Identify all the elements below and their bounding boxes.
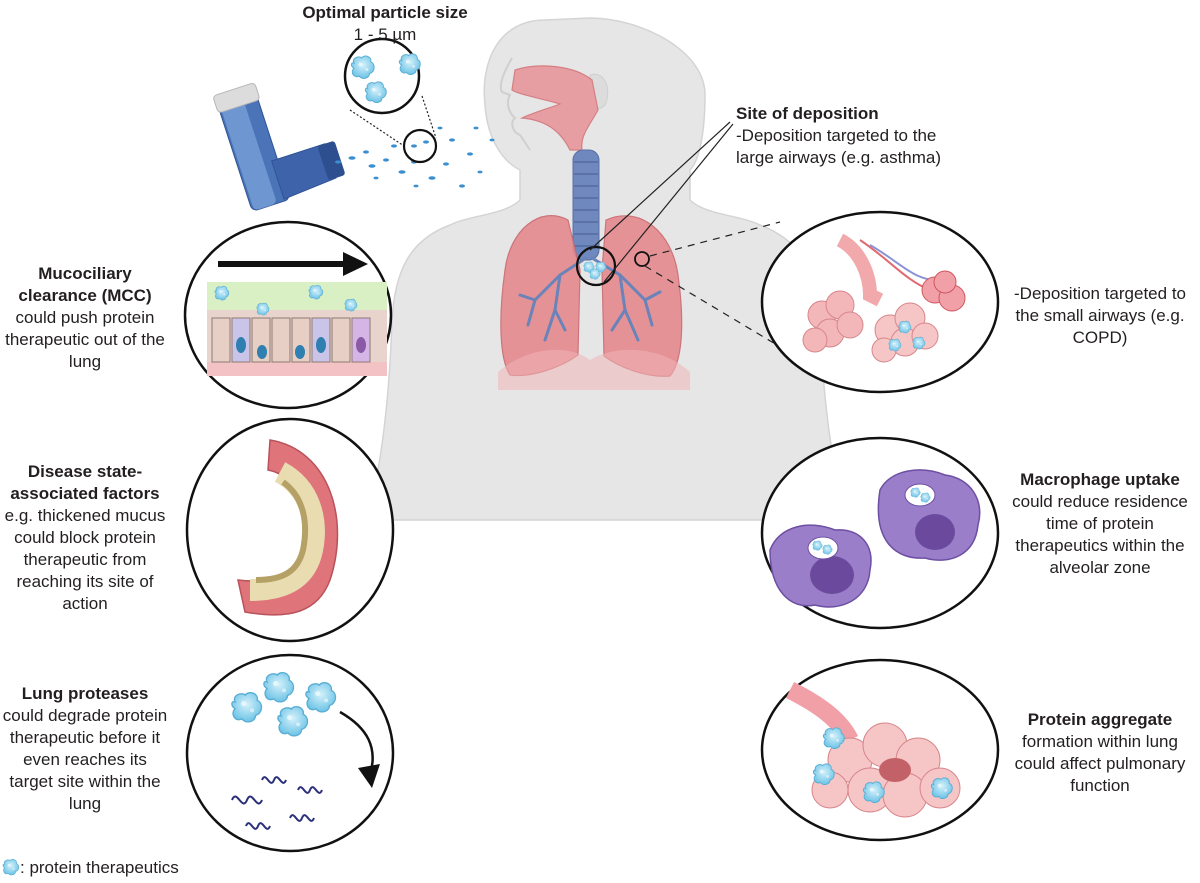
- leader-lines: [589, 121, 783, 349]
- aggregate-label: Protein aggregate formation within lung …: [1000, 709, 1200, 797]
- protein-aggregate-illustration: [760, 658, 1000, 842]
- legend-label: : protein therapeutics: [20, 857, 240, 879]
- disease-airway-illustration: [185, 417, 395, 643]
- aggregate-title: Protein aggregate: [1027, 710, 1173, 729]
- disease-title: Disease state-associated factors: [10, 462, 160, 503]
- mcc-label: Mucociliary clearance (MCC) could push p…: [0, 263, 170, 373]
- macrophage-illustration: [760, 436, 1000, 630]
- human-body-figure: [374, 17, 841, 521]
- macrophage-title: Macrophage uptake: [1020, 470, 1180, 489]
- particle-zoom: [343, 37, 438, 164]
- large-airway-marker: [575, 245, 617, 287]
- mcc-text: could push protein therapeutic out of th…: [5, 308, 165, 371]
- macrophage-label: Macrophage uptake could reduce residence…: [1000, 469, 1200, 579]
- diaphragm: [498, 349, 690, 390]
- proteases-illustration: [185, 653, 395, 853]
- inhaler-illustration: [213, 37, 495, 211]
- deposition-large-text: -Deposition targeted to the large airway…: [736, 126, 942, 167]
- legend-protein-icon: [2, 858, 20, 876]
- legend-text: : protein therapeutics: [20, 858, 179, 877]
- trachea: [572, 149, 600, 261]
- aerosol-droplets: [335, 126, 495, 188]
- proteases-title: Lung proteases: [21, 684, 149, 703]
- particle-size-label: Optimal particle size 1 - 5 µm: [285, 2, 485, 46]
- small-airway-marker: [634, 251, 650, 267]
- disease-label: Disease state-associated factors e.g. th…: [0, 461, 170, 615]
- aggregate-text: formation within lung could affect pulmo…: [1014, 732, 1186, 795]
- mcc-illustration: [183, 220, 393, 410]
- nasal-cavity: [511, 65, 599, 151]
- alveoli-illustration: [760, 210, 1000, 394]
- deposition-large-label: Site of deposition -Deposition targeted …: [736, 103, 976, 169]
- deposition-title: Site of deposition: [736, 104, 879, 123]
- deposition-small-label: -Deposition targeted to the small airway…: [1000, 283, 1200, 349]
- face-profile: [499, 57, 531, 151]
- macrophage-text: could reduce residence time of protein t…: [1012, 492, 1188, 577]
- particle-size-range: 1 - 5 µm: [353, 25, 417, 44]
- proteases-label: Lung proteases could degrade protein the…: [0, 683, 170, 815]
- mcc-title: Mucociliary clearance (MCC): [18, 264, 152, 305]
- particle-size-title: Optimal particle size: [302, 3, 468, 22]
- lungs: [498, 215, 690, 390]
- deposition-small-text: -Deposition targeted to the small airway…: [1014, 284, 1186, 347]
- proteases-text: could degrade protein therapeutic before…: [2, 706, 168, 813]
- disease-text: e.g. thickened mucus could block protein…: [4, 506, 166, 613]
